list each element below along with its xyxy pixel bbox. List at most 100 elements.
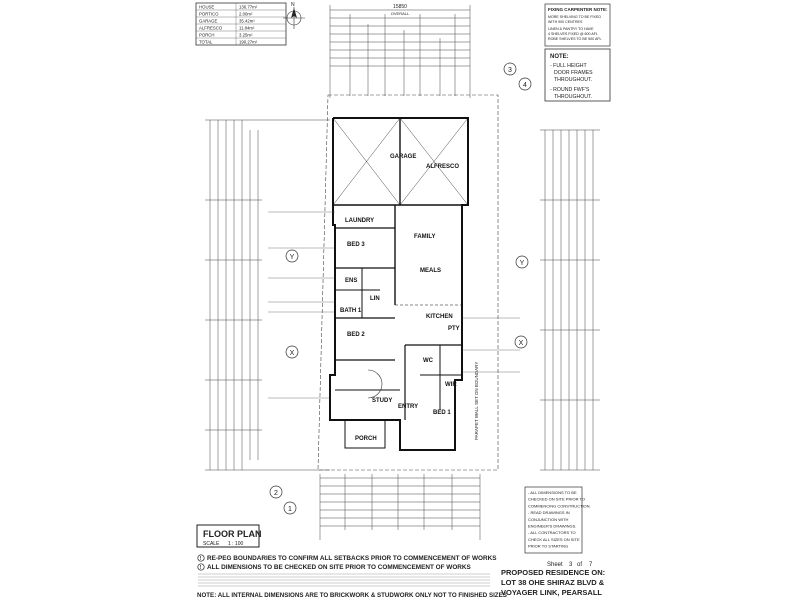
fixing-carpenter-notes: FIXING CARPENTER NOTE: MORE SHELVING TO … <box>544 3 611 47</box>
annotation-leaders <box>268 211 520 399</box>
area-value: 11.84m² <box>239 26 255 31</box>
area-value: 190.27m² <box>239 40 258 45</box>
bottom-dimensions <box>319 474 481 540</box>
floor-plan-title-block: FLOOR PLAN SCALE 1 : 100 <box>196 524 262 548</box>
plan-title: FLOOR PLAN <box>203 529 262 539</box>
fixing-notes-title: FIXING CARPENTER NOTE: <box>548 7 608 12</box>
overall-dimension: 15850 <box>393 4 407 10</box>
svg-text:2: 2 <box>274 490 278 497</box>
room-pantry: PTY <box>448 326 460 332</box>
area-label: ALFRESCO <box>199 26 223 31</box>
svg-text:1: 1 <box>288 506 292 513</box>
scale-value: 1 : 100 <box>228 541 244 547</box>
note-item-1c: THROUGHOUT. <box>554 77 592 83</box>
general-note-box: NOTE: - FULL HEIGHT DOOR FRAMES THROUGHO… <box>544 48 611 102</box>
right-note-line: ENGINEER'S DRAWINGS. <box>528 524 576 529</box>
north-arrow-icon: N <box>283 2 305 29</box>
stair-detail <box>367 369 383 399</box>
room-bath: BATH 1 <box>340 308 362 314</box>
room-ens: ENS <box>345 278 357 284</box>
north-arrow-label: N <box>291 2 295 8</box>
warning-icon: ! <box>200 565 202 571</box>
area-label: PORTICO <box>199 12 219 17</box>
room-alfresco: ALFRESCO <box>426 164 459 170</box>
fixing-notes-line: WITH 900 CENTRES <box>548 20 583 24</box>
right-note-line: - ALL CONTRACTORS TO <box>528 530 576 535</box>
svg-text:3: 3 <box>508 67 512 74</box>
disclaimer-line-2: ALL DIMENSIONS TO BE CHECKED ON SITE PRI… <box>207 564 472 571</box>
room-family: FAMILY <box>414 234 435 240</box>
sheet-total: 7 <box>589 562 593 568</box>
note-item-1b: DOOR FRAMES <box>554 70 593 76</box>
right-note-line: CHECKED ON SITE PRIOR TO <box>528 497 585 502</box>
right-note-line: CONJUNCTION WITH <box>528 517 569 522</box>
svg-text:Y: Y <box>290 254 295 261</box>
disclaimer-block: ! RE-PEG BOUNDARIES TO CONFIRM ALL SETBA… <box>197 554 497 587</box>
svg-text:4: 4 <box>523 82 527 89</box>
room-entry: ENTRY <box>398 404 418 410</box>
fixing-notes-line: 4 SHELVES FIXED @ 600 AFL <box>548 32 598 36</box>
room-wc: WC <box>423 358 434 364</box>
area-value: 35.42m² <box>239 19 255 24</box>
disclaimer-line-1: RE-PEG BOUNDARIES TO CONFIRM ALL SETBACK… <box>207 555 497 562</box>
scale-label: SCALE <box>203 541 220 547</box>
lot-address: LOT 38 OHE SHIRAZ BLVD & <box>501 578 605 587</box>
room-meals: MEALS <box>420 268 441 274</box>
grid-marker-4: 4 <box>518 77 532 91</box>
right-dimensions <box>540 129 600 471</box>
top-dimensions <box>329 5 471 98</box>
sheet-of: of <box>577 562 582 568</box>
sheet-number: 3 <box>569 562 573 568</box>
street-address: VOYAGER LINK, PEARSALL <box>501 588 602 597</box>
note-item-1a: - FULL HEIGHT <box>550 63 588 69</box>
room-linen: LIN <box>370 296 380 302</box>
fixing-notes-line: LINEN & PANTRY TO HAVE <box>548 27 594 31</box>
svg-text:Y: Y <box>520 260 525 267</box>
grid-marker-2: 2 <box>269 485 283 499</box>
room-porch: PORCH <box>355 436 377 442</box>
room-wir: WIR <box>445 382 457 388</box>
building-outline <box>329 117 469 451</box>
grid-marker-y-left: Y <box>285 249 299 263</box>
fixing-notes-line: ROBE SHELVES TO BE 500 AFL <box>548 37 602 41</box>
sheet-label: Sheet <box>547 562 563 568</box>
room-garage: GARAGE <box>390 154 416 160</box>
area-value: 2.00m² <box>239 12 253 17</box>
room-kitchen: KITCHEN <box>426 314 453 320</box>
overall-label: OVERALL <box>391 11 410 16</box>
area-value: 136.77m² <box>239 5 258 10</box>
warning-icon: ! <box>200 556 202 562</box>
note-item-2b: THROUGHOUT. <box>554 94 592 100</box>
boundary-note: PARAPET WALL SET ON BOUNDARY <box>474 362 479 440</box>
left-dimensions <box>205 119 330 471</box>
fixing-notes-line: MORE SHELVING TO BE FIXED <box>548 15 601 19</box>
right-note-line: - READ DRAWINGS IN <box>528 510 570 515</box>
room-bed2: BED 2 <box>347 332 365 338</box>
room-bed3: BED 3 <box>347 242 365 248</box>
svg-text:X: X <box>290 350 295 357</box>
footer-note: NOTE: ALL INTERNAL DIMENSIONS ARE TO BRI… <box>197 592 507 599</box>
grid-marker-x-left: X <box>285 345 299 359</box>
note-title: NOTE: <box>550 54 569 60</box>
area-label: GARAGE <box>199 19 218 24</box>
grid-marker-x-right: X <box>514 335 528 349</box>
area-value: 3.25m² <box>239 33 253 38</box>
grid-marker-1: 1 <box>283 501 297 515</box>
grid-marker-3: 3 <box>503 62 517 76</box>
right-note-line: PRIOR TO STARTING <box>528 544 568 549</box>
room-bed1: BED 1 <box>433 410 451 416</box>
svg-text:X: X <box>519 340 524 347</box>
project-title-block: Sheet 3 of 7 PROPOSED RESIDENCE ON: LOT … <box>501 562 605 597</box>
grid-marker-y-right: Y <box>515 255 529 269</box>
area-schedule-table: HOUSE 136.77m² PORTICO 2.00m² GARAGE 35.42m² A… <box>195 2 287 46</box>
area-label: HOUSE <box>199 5 214 10</box>
area-label: TOTAL <box>199 40 213 45</box>
room-laundry: LAUNDRY <box>345 218 374 224</box>
room-study: STUDY <box>372 398 392 404</box>
note-item-2a: - ROUND FWF'S <box>550 87 590 93</box>
right-note-line: CHECK ALL SIZES ON SITE <box>528 537 580 542</box>
area-label: PORCH <box>199 33 215 38</box>
right-note-line: COMMENCING CONSTRUCTION. <box>528 503 591 508</box>
